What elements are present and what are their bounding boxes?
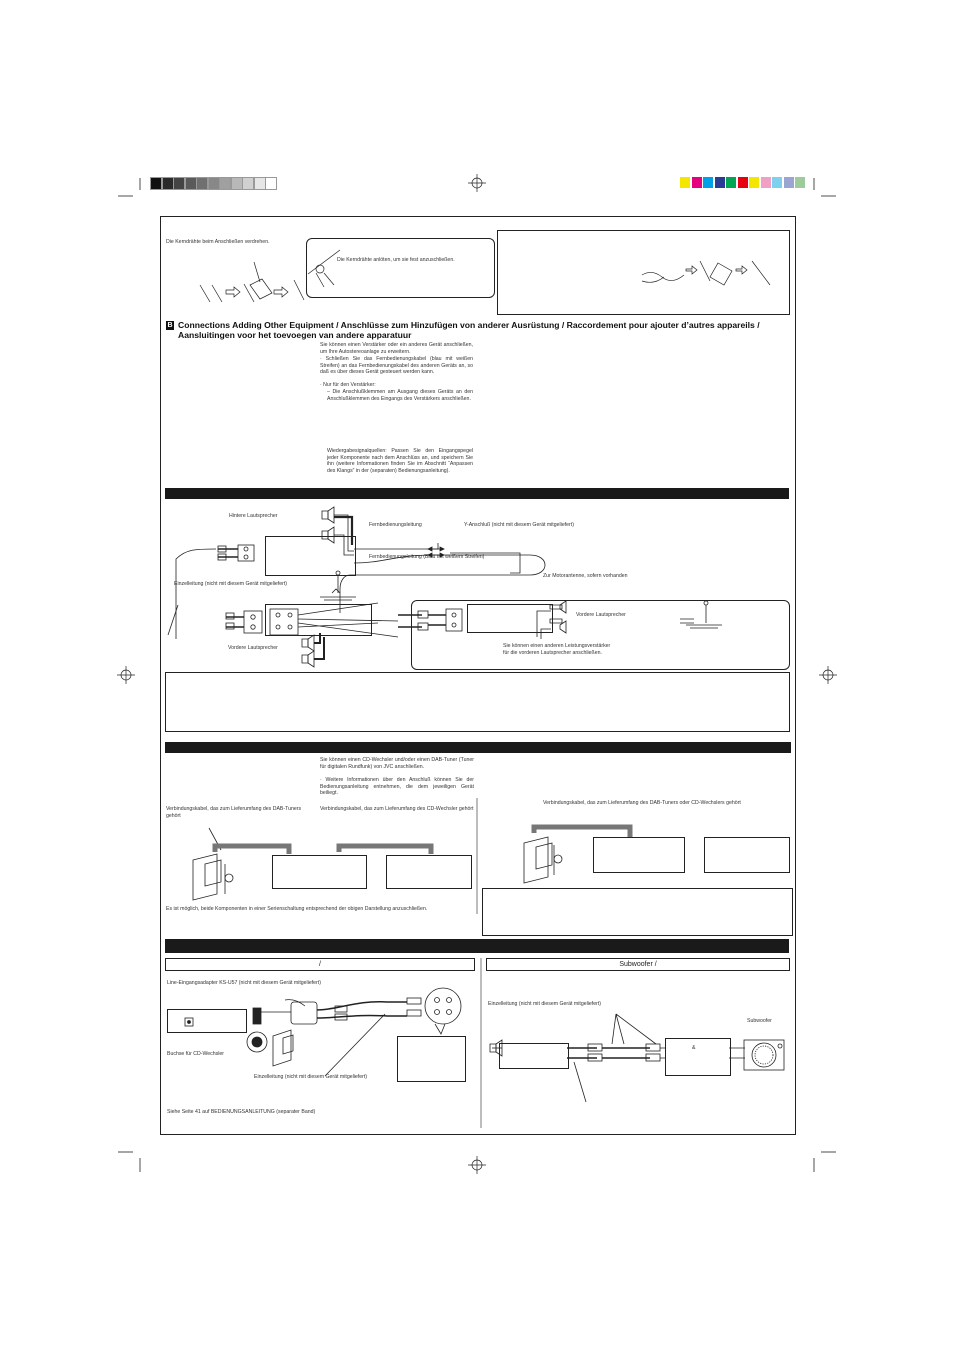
cd-note-box bbox=[482, 888, 793, 936]
see-page-note: Siehe Seite 41 auf BEDIENUNGSANLEITUNG (… bbox=[167, 1109, 316, 1115]
twist-caption: Die Kerndrähte beim Anschließen verdrehe… bbox=[166, 239, 270, 245]
subwoofer-diagram bbox=[489, 1013, 785, 1103]
intro-paragraph: Sie können einen Verstärker oder ein and… bbox=[320, 342, 473, 355]
color-swatch bbox=[783, 177, 794, 188]
left-sub-tab: / bbox=[165, 958, 475, 971]
amplifier-section-bar bbox=[165, 488, 789, 499]
color-swatch bbox=[795, 177, 805, 188]
color-swatch bbox=[737, 177, 748, 188]
cd-jack-label: Buchse für CD-Wechsler bbox=[167, 1051, 224, 1057]
cd-intro-manual: · Weitere Informationen über den Anschlu… bbox=[320, 777, 474, 797]
cd-changer-diagram-right bbox=[523, 824, 633, 884]
cd-changer-section-bar bbox=[165, 742, 791, 753]
subwoofer-label: Subwoofer bbox=[747, 1018, 772, 1024]
remote-lead-blue-label: Fernbedienungsleitung (Blau mit weißem S… bbox=[369, 554, 485, 560]
cd-cable-label: Verbindungskabel, das zum Lieferumfang d… bbox=[320, 806, 474, 812]
front-speakers-right-label: Vordere Lautsprecher bbox=[576, 612, 626, 618]
amp-symbol: & bbox=[692, 1045, 696, 1051]
color-swatch bbox=[772, 177, 782, 188]
front-speakers-left-label: Vordere Lautsprecher bbox=[228, 645, 278, 651]
either-cable-label: Verbindungskabel, das zum Lieferumfang d… bbox=[543, 800, 741, 806]
signal-cord-label: Einzelleitung (nicht mit diesem Gerät mi… bbox=[174, 581, 288, 587]
color-swatch bbox=[714, 177, 725, 188]
intro-signal-sources: Wiedergabesignalquellen: Passen Sie den … bbox=[327, 448, 473, 474]
solder-callout bbox=[306, 238, 495, 298]
insulation-illustration bbox=[641, 260, 771, 286]
cd-changer-unit bbox=[386, 855, 472, 889]
signal-cord-right-label: Einzelleitung (nicht mit diesem Gerät mi… bbox=[488, 1001, 602, 1007]
section-heading-line1: Connections Adding Other Equipment / Ans… bbox=[178, 320, 760, 330]
dab-or-cd-unit bbox=[593, 837, 685, 873]
line-adapter-label: Line-Eingangsadapter KS-U57 (nicht mit d… bbox=[167, 980, 321, 986]
power-antenna-label: Zur Motorantenne, sofern vorhanden bbox=[543, 573, 628, 579]
amplifier-note-box bbox=[165, 672, 790, 732]
y-connector-label: Y-Anschluß (nicht mit diesem Gerät mitge… bbox=[464, 522, 574, 528]
gray-swatch bbox=[265, 177, 277, 190]
external-component-section-bar bbox=[165, 939, 789, 953]
wire-twist-illustration bbox=[199, 249, 341, 303]
color-swatch bbox=[760, 177, 771, 188]
dab-tuner-unit bbox=[272, 855, 367, 889]
amplifier-wiring-diagram bbox=[167, 506, 722, 668]
dab-cable-label: Verbindungskabel, das zum Lieferumfang d… bbox=[166, 806, 302, 819]
secondary-unit bbox=[704, 837, 790, 873]
page-frame bbox=[160, 216, 796, 1135]
soldering-iron-illustration bbox=[315, 264, 335, 288]
color-swatch bbox=[749, 177, 759, 188]
insulation-panel bbox=[497, 230, 790, 315]
section-heading-line2: Aansluitingen voor het toevoegen van and… bbox=[178, 330, 412, 340]
remote-lead-label: Fernbedienungsleitung bbox=[369, 522, 422, 528]
subwoofer-amplifier bbox=[665, 1038, 731, 1076]
second-amplifier-unit bbox=[467, 604, 553, 633]
amplifier-unit bbox=[265, 536, 356, 576]
intro-bullet-remote: · Schließen Sie das Fernbedienungskabel … bbox=[320, 356, 473, 376]
cd-changer-diagram-left bbox=[192, 798, 478, 914]
signal-cord-left-label: Einzelleitung (nicht mit diesem Gerät mi… bbox=[254, 1074, 368, 1080]
color-swatch bbox=[691, 177, 702, 188]
color-swatch bbox=[680, 177, 690, 188]
intro-bullet-terminals: – Die Anschlußklemmen am Ausgang dieses … bbox=[327, 389, 473, 402]
head-unit-rear bbox=[167, 1009, 247, 1033]
solder-caption: Die Kerndrähte anlöten, um sie fest anzu… bbox=[337, 257, 455, 263]
color-swatch bbox=[703, 177, 713, 188]
external-component-unit bbox=[397, 1036, 466, 1082]
section-badge: B bbox=[166, 321, 174, 330]
right-sub-tab: Subwoofer / bbox=[486, 958, 790, 971]
series-note: Es ist möglich, beide Komponenten in ein… bbox=[166, 906, 428, 912]
color-swatch bbox=[726, 177, 736, 188]
line-adapter-diagram bbox=[184, 958, 482, 1128]
subwoofer-head-unit bbox=[499, 1043, 569, 1069]
cd-intro-paragraph: Sie können einen CD-Wechsler und/oder ei… bbox=[320, 757, 474, 770]
intro-bullet-amp-only: · Nur für den Verstärker: bbox=[320, 382, 376, 388]
alt-amp-note: Sie können einen anderen Leistungsverstä… bbox=[503, 643, 611, 656]
rear-speakers-label: Hintere Lautsprecher bbox=[229, 513, 278, 519]
